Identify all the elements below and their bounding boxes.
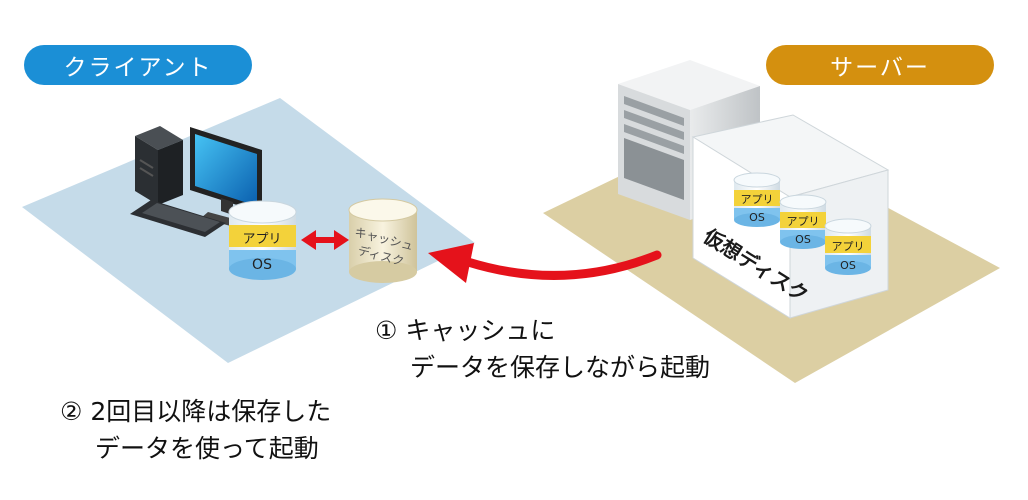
server-disk-app-label: アプリ	[741, 193, 774, 206]
client-keyboard-icon	[130, 200, 226, 237]
client-disk-app-label: アプリ	[242, 232, 281, 247]
server-label: サーバー	[766, 45, 994, 85]
cache-disk-icon	[348, 198, 418, 283]
client-pc-tower-icon	[135, 126, 183, 205]
step2-text: ② 2回目以降は保存した データを使って起動	[60, 393, 331, 467]
server-app-os-disk-icon	[779, 194, 827, 249]
step1-line1: ① キャッシュに	[375, 316, 556, 345]
double-arrow-icon	[301, 230, 349, 250]
server-disk-app-label: アプリ	[832, 240, 865, 253]
step2-line2: データを使って起動	[95, 434, 319, 463]
server-disk-os-label: OS	[749, 211, 765, 224]
transfer-arrow-icon	[428, 243, 662, 283]
server-disk-app-label: アプリ	[787, 215, 820, 228]
server-disk-os-label: OS	[840, 259, 856, 272]
server-app-os-disk-icon	[733, 172, 781, 227]
client-label: クライアント	[24, 45, 252, 85]
client-disk-os-label: OS	[252, 257, 272, 273]
step1-line2: データを保存しながら起動	[410, 353, 711, 382]
server-disk-os-label: OS	[795, 233, 811, 246]
client-app-os-disk-icon	[228, 200, 297, 280]
step1-text: ① キャッシュに データを保存しながら起動	[375, 312, 710, 386]
server-app-os-disk-icon	[824, 218, 872, 275]
step2-line1: ② 2回目以降は保存した	[60, 397, 332, 426]
